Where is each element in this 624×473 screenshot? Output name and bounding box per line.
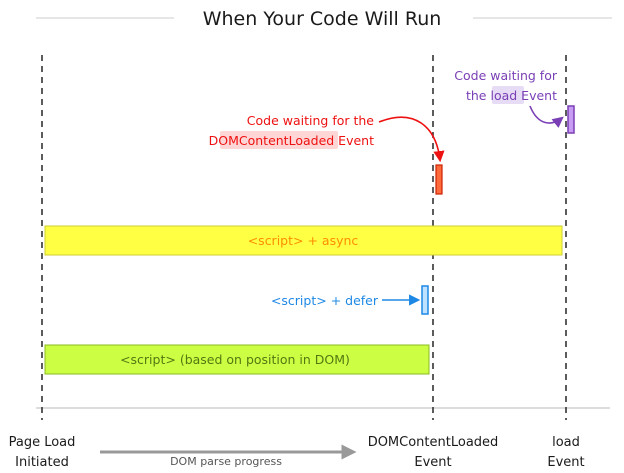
defer-script-marker [421, 285, 429, 315]
load-note-arrow [529, 105, 564, 128]
load-event-marker [567, 105, 575, 134]
normal-script-label: <script> (based on position in DOM) [120, 352, 350, 367]
load-highlight-text: load [490, 88, 517, 103]
parse-progress-label: DOM parse progress [170, 455, 282, 468]
load-highlight [492, 86, 524, 104]
defer-script-label: <script> + defer [271, 293, 379, 308]
load-label-line1: load [552, 435, 580, 450]
page-load-label-line2: Initiated [15, 455, 69, 470]
normal-script-bar [44, 344, 430, 375]
load-note-line2: the load Event [466, 88, 557, 103]
dcl-highlight [220, 131, 338, 149]
load-note-line1: Code waiting for [454, 68, 558, 83]
page-load-label-line1: Page Load [9, 435, 76, 450]
dcl-label-line2: Event [414, 455, 451, 470]
dcl-highlight-text: DOMContentLoaded [209, 133, 335, 148]
diagram-title: When Your Code Will Run [203, 8, 442, 30]
dcl-event-marker [435, 164, 443, 195]
dcl-note-line2: DOMContentLoaded Event [209, 133, 374, 148]
async-script-label: <script> + async [248, 233, 359, 248]
dcl-label-line1: DOMContentLoaded [368, 435, 499, 450]
dcl-note-line1: Code waiting for the [247, 113, 375, 128]
async-script-bar [44, 225, 563, 256]
load-label-line2: Event [547, 455, 584, 470]
dcl-note-arrow [378, 116, 445, 163]
